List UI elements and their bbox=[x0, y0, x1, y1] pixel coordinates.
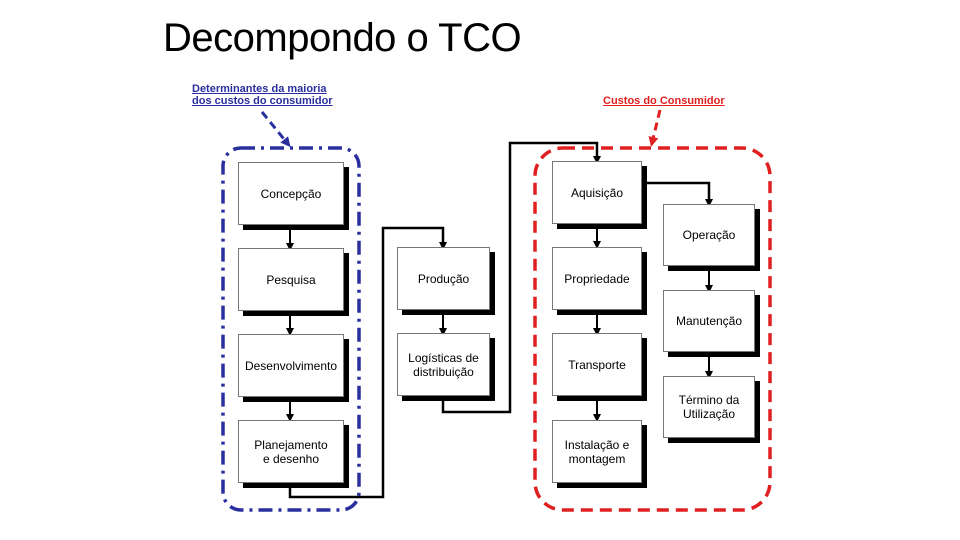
box-operacao-label: Operação bbox=[682, 228, 736, 242]
box-termino: Término da Utilização bbox=[663, 376, 755, 438]
determinants-line-2: dos custos do consumidor bbox=[192, 95, 333, 107]
box-aquisicao: Aquisição bbox=[552, 161, 642, 224]
blue-group-outline bbox=[221, 146, 361, 512]
box-planejamento: Planejamento e desenho bbox=[238, 420, 344, 483]
box-manutencao-label: Manutenção bbox=[675, 314, 743, 328]
box-logisticas-label: Logísticas de distribuição bbox=[408, 350, 479, 379]
box-concepcao-label: Concepção bbox=[260, 186, 322, 201]
box-manutencao: Manutenção bbox=[663, 290, 755, 352]
box-propriedade: Propriedade bbox=[552, 247, 642, 310]
box-planejamento-label: Planejamento e desenho bbox=[254, 437, 328, 466]
page-title: Decompondo o TCO bbox=[163, 16, 522, 60]
arrow-logisticas-aquisicao bbox=[441, 141, 601, 414]
box-propriedade-label: Propriedade bbox=[564, 271, 630, 286]
box-pesquisa-label: Pesquisa bbox=[266, 272, 316, 287]
box-termino-label: Término da Utilização bbox=[678, 393, 740, 421]
box-transporte: Transporte bbox=[552, 333, 642, 396]
box-aquisicao-label: Aquisição bbox=[570, 185, 624, 200]
box-operacao: Operação bbox=[663, 204, 755, 266]
arrow-aquisicao-operacao bbox=[642, 181, 713, 207]
determinants-annotation: Determinantes da maioria dos custos do c… bbox=[192, 83, 333, 107]
box-desenvolvimento: Desenvolvimento bbox=[238, 334, 344, 397]
box-producao-label: Produção bbox=[417, 271, 470, 286]
box-desenvolvimento-label: Desenvolvimento bbox=[244, 358, 338, 373]
red-pointer-arrow bbox=[648, 109, 662, 147]
box-instalacao-label: Instalação e montagem bbox=[564, 437, 630, 466]
arrow-planejamento-producao bbox=[288, 226, 447, 499]
box-instalacao: Instalação e montagem bbox=[552, 420, 642, 483]
box-logisticas: Logísticas de distribuição bbox=[397, 333, 490, 396]
consumer-costs-annotation: Custos do Consumidor bbox=[603, 95, 725, 107]
blue-pointer-arrow bbox=[260, 111, 291, 148]
box-producao: Produção bbox=[397, 247, 490, 310]
determinants-line-1: Determinantes da maioria bbox=[192, 83, 327, 95]
box-concepcao: Concepção bbox=[238, 162, 344, 225]
box-transporte-label: Transporte bbox=[568, 357, 626, 372]
box-pesquisa: Pesquisa bbox=[238, 248, 344, 311]
